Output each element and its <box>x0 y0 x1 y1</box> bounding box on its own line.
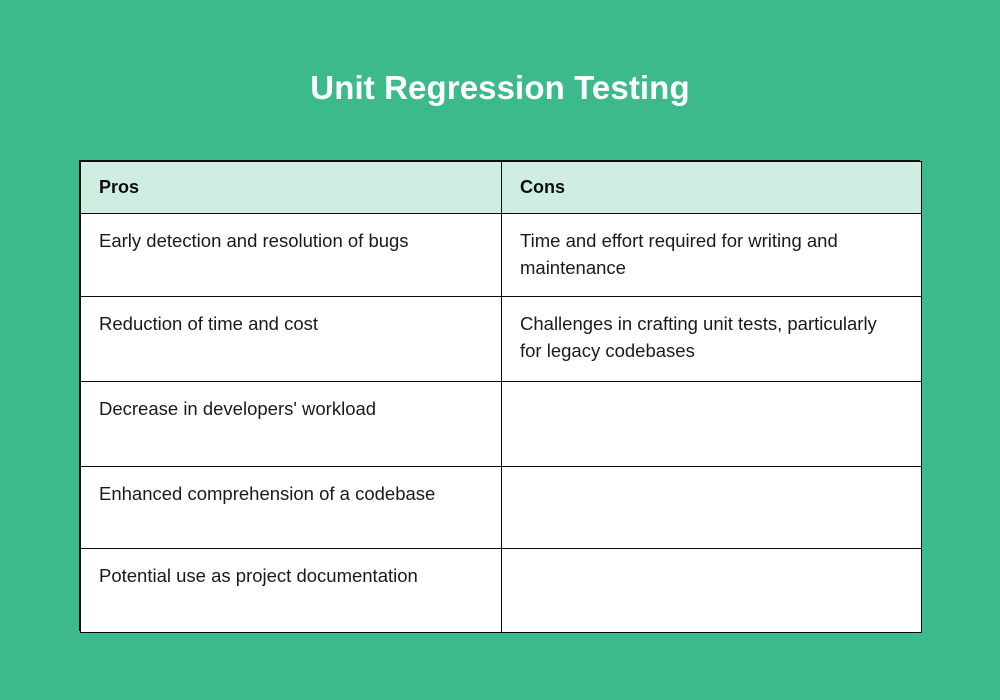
pros-cons-table: Pros Cons Early detection and resolution… <box>80 161 922 633</box>
pros-cell: Decrease in developers' workload <box>80 381 502 467</box>
table-row: Decrease in developers' workload <box>80 381 922 467</box>
table-header: Pros Cons <box>80 161 922 214</box>
table-row: Early detection and resolution of bugs T… <box>80 213 922 297</box>
pros-cell: Early detection and resolution of bugs <box>80 213 502 297</box>
column-header-pros: Pros <box>80 161 502 214</box>
pros-cell: Enhanced comprehension of a codebase <box>80 466 502 549</box>
cons-cell-empty <box>501 381 922 467</box>
cons-cell-empty <box>501 466 922 549</box>
table-header-row: Pros Cons <box>80 161 922 214</box>
table-row: Reduction of time and cost Challenges in… <box>80 296 922 382</box>
pros-cell: Reduction of time and cost <box>80 296 502 382</box>
table-row: Potential use as project documentation <box>80 548 922 633</box>
column-header-cons: Cons <box>501 161 922 214</box>
cons-cell: Time and effort required for writing and… <box>501 213 922 297</box>
page-title: Unit Regression Testing <box>310 69 690 106</box>
table-row: Enhanced comprehension of a codebase <box>80 466 922 549</box>
pros-cons-table-container: Pros Cons Early detection and resolution… <box>79 160 922 633</box>
pros-cell: Potential use as project documentation <box>80 548 502 633</box>
table-body: Early detection and resolution of bugs T… <box>80 213 922 633</box>
cons-cell: Challenges in crafting unit tests, parti… <box>501 296 922 382</box>
cons-cell-empty <box>501 548 922 633</box>
